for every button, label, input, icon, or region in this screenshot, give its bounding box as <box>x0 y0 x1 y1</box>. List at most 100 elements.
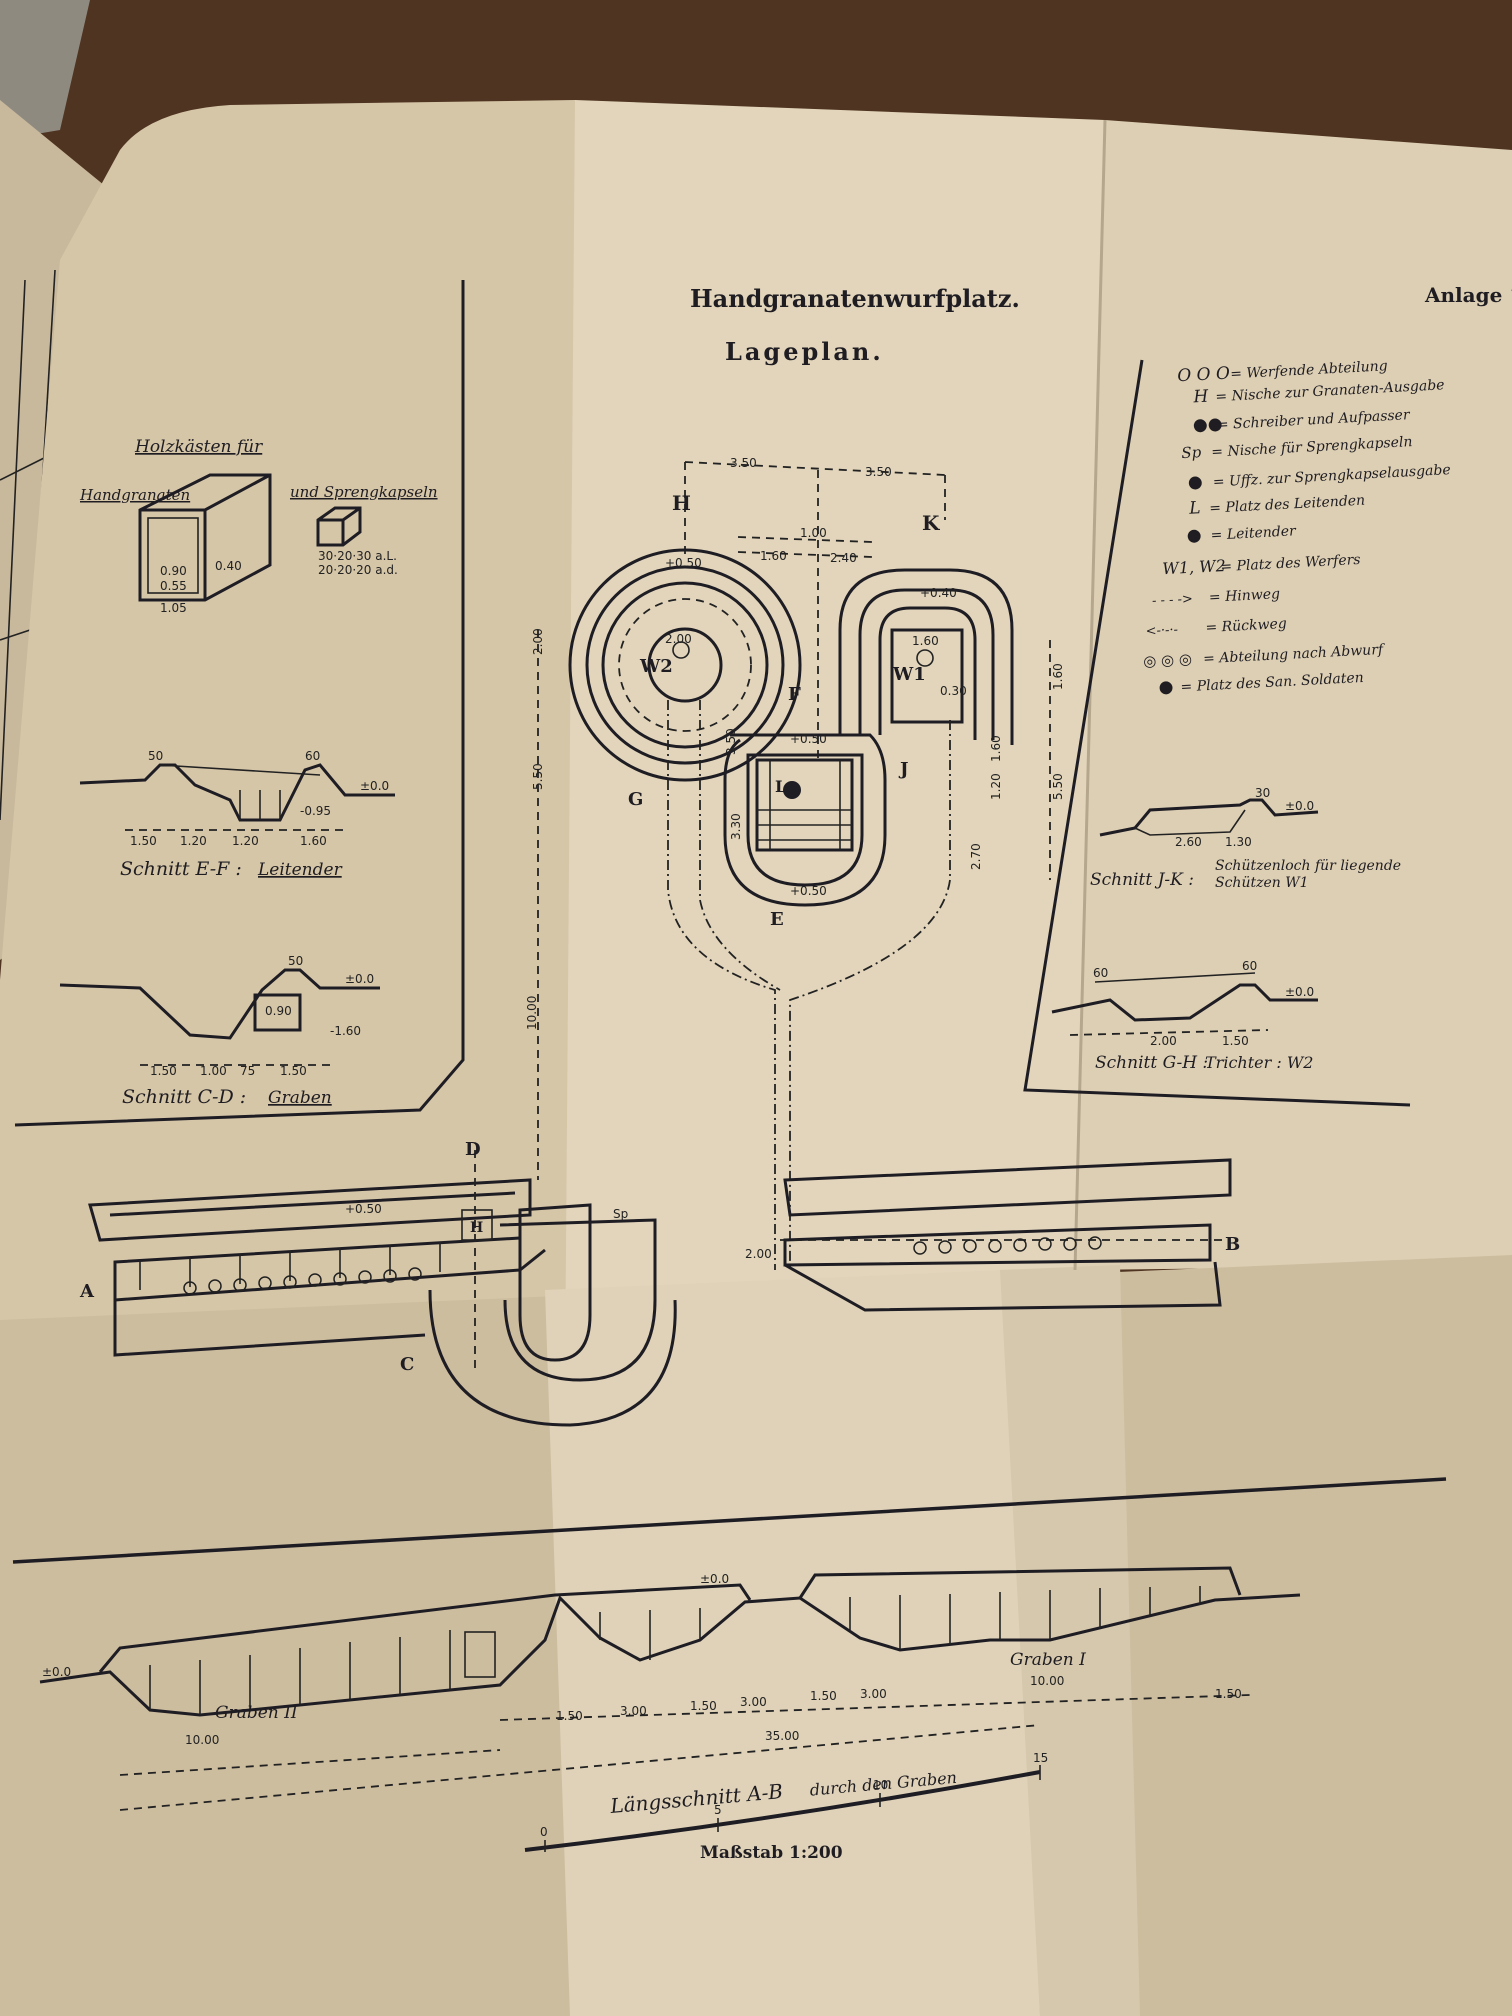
section-ef-title: Schnitt E-F : <box>120 858 242 880</box>
dim-label: 5.50 <box>531 763 545 790</box>
detonator-box-drawing <box>316 506 362 547</box>
trench-graben-ii-outline <box>113 1248 546 1357</box>
foxhole-inner <box>878 606 977 740</box>
dim-label: ±0.0 <box>700 1572 729 1586</box>
section-marker-k: K <box>922 511 940 535</box>
w2-label: W2 <box>639 656 673 677</box>
annex-label: Anlage 12 <box>1424 283 1512 307</box>
dim-label: 1.60 <box>1051 663 1065 690</box>
dim-label: 1.05 <box>160 601 187 615</box>
dim-label: 10.00 <box>185 1733 219 1747</box>
section-cd-profile <box>59 968 380 1040</box>
scale-bar-line <box>524 1770 1041 1852</box>
crater-middle-ring <box>585 565 785 765</box>
dim-label: 1.20 <box>989 773 1003 800</box>
dim-label: 35.00 <box>765 1729 799 1743</box>
section-cd: 1.50 1.00 75 1.50 50 ±0.0 -1.60 0.90 Sch… <box>59 954 380 1108</box>
dim-label: 1.00 <box>800 526 827 540</box>
dim-label: 1.30 <box>1225 835 1252 849</box>
dim-label: 1.50 <box>810 1689 837 1703</box>
scale-tick-label: 15 <box>1033 1751 1048 1765</box>
dim-label: 0.30 <box>940 684 967 698</box>
legend-symbol: W1, W2 <box>1162 556 1226 578</box>
dim-label: 3.30 <box>729 813 743 840</box>
dim-label: 60 <box>305 749 320 763</box>
right-frame-line <box>1023 359 1411 1107</box>
foxhole-middle <box>858 588 995 740</box>
section-gh-title: Schnitt G-H : <box>1095 1053 1208 1073</box>
graben-ii-label: Graben II <box>215 1703 298 1723</box>
dim-label: 75 <box>240 1064 255 1078</box>
box-sketch: Holzkästen für Handgranaten und Sprengka… <box>79 437 438 615</box>
dim-label: ±0.0 <box>42 1665 71 1679</box>
scale-tick-label: 5 <box>714 1803 722 1817</box>
dim-label: +0.50 <box>790 884 827 898</box>
legend-symbol: ◎ ◎ ◎ <box>1143 650 1193 671</box>
leader-post-outer <box>723 733 887 907</box>
dim-label: 3.50 <box>730 456 757 470</box>
section-marker-g: G <box>628 789 643 810</box>
crater-outer-ring <box>568 548 802 782</box>
section-gh-cover <box>1094 972 1256 983</box>
box-sketch-label-left: Handgranaten <box>79 486 190 504</box>
dim-label: 3.00 <box>860 1687 887 1701</box>
dim-label: 30 <box>1255 786 1270 800</box>
section-marker-f: F <box>788 684 801 705</box>
legend-symbol: H <box>1192 387 1210 408</box>
dim-label: ±0.0 <box>1285 985 1314 999</box>
dim-label: 1.50 <box>1215 1687 1242 1701</box>
dim-label: -0.95 <box>300 804 331 818</box>
crater-dashed-ring <box>618 598 752 732</box>
trench-graben-i-outline <box>784 1261 1222 1312</box>
legend-text: = Rückweg <box>1205 616 1287 636</box>
waiting-squad-circles <box>183 1267 422 1295</box>
dim-label: 1.50 <box>130 834 157 848</box>
section-ef: 1.50 1.20 1.20 1.60 50 60 ±0.0 -0.95 Sch… <box>79 749 395 880</box>
dim-label: 0.90 <box>160 564 187 578</box>
long-section-revetment <box>149 1586 1201 1715</box>
leader-post-hatching <box>757 760 852 850</box>
trench-center-bay-arc <box>428 1289 677 1427</box>
leader-post-inner <box>746 753 864 887</box>
dimension-line <box>537 630 1051 1180</box>
dimension-line <box>684 461 946 760</box>
dim-label: 1.60 <box>760 549 787 563</box>
section-marker-c: C <box>400 1354 414 1375</box>
dim-label: 2.00 <box>665 632 692 646</box>
legend-symbol: ● <box>1158 677 1174 698</box>
legend-symbol: <-·-·- <box>1145 623 1178 640</box>
trench-graben-i-parapet <box>783 1158 1232 1217</box>
section-gh-subject: Trichter : W2 <box>1205 1053 1313 1072</box>
graben-i-label: Graben I <box>1010 1650 1086 1670</box>
grenade-niche-label: H <box>470 1220 483 1236</box>
dim-label: 1.50 <box>1222 1034 1249 1048</box>
dim-label: 2.00 <box>531 628 545 655</box>
section-cd-title: Schnitt C-D : <box>122 1086 246 1108</box>
legend-symbol: ●● <box>1192 414 1223 436</box>
trench-graben-i <box>783 1223 1212 1267</box>
section-marker-e: E <box>770 909 784 930</box>
dim-label: 60 <box>1093 966 1108 980</box>
dim-label: ±0.0 <box>345 972 374 986</box>
trench-plan: A B C D H Sp +0.50 2.00 <box>79 1139 1240 1427</box>
legend-symbol: Sp <box>1181 443 1202 462</box>
foxhole-outer <box>838 568 1014 745</box>
l-label: L <box>775 777 786 796</box>
dim-label: 3.50 <box>724 728 738 755</box>
dim-label: 10.00 <box>525 996 539 1030</box>
dim-label: 3.00 <box>620 1704 647 1718</box>
section-ef-cover <box>159 764 321 776</box>
scale-tick-label: 0 <box>540 1825 548 1839</box>
section-jk-pit <box>1134 809 1246 836</box>
dim-label: +0.50 <box>790 732 827 746</box>
crater-inner-ring <box>601 581 769 749</box>
legend-symbol: - - - -> <box>1152 592 1194 609</box>
dim-label: 50 <box>148 749 163 763</box>
section-cd-subject: Graben <box>268 1088 332 1108</box>
left-frame-line <box>14 280 465 1127</box>
dim-label: 0.55 <box>160 579 187 593</box>
waiting-squad-circles <box>913 1236 1102 1255</box>
long-section-cover <box>98 1566 1242 1673</box>
